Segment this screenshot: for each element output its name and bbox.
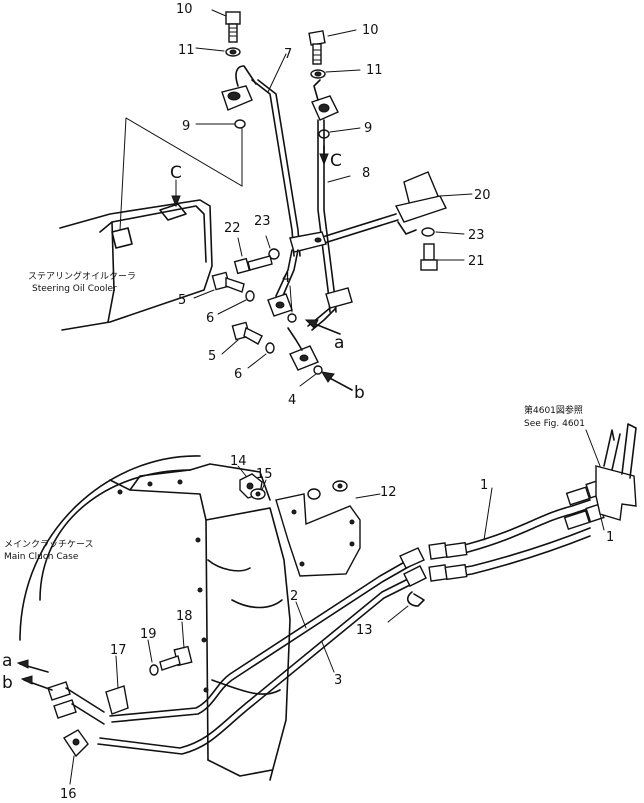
clip-17 [105,655,129,715]
washer-23-left [265,235,280,260]
o-ring-9-right [318,127,361,139]
cooler-label-en: Steering Oil Cooler [32,284,117,294]
arrows-ab-lower [16,659,53,691]
connector-c-top: C [170,163,182,183]
clutch-label-jp: メインクラッチケース [4,539,94,550]
callout-12: 12 [380,485,397,500]
connector-b-bottom: b [2,673,13,693]
flange-16 [63,729,89,785]
bracket-20 [394,171,473,235]
callout-23-left: 23 [254,214,271,229]
pipe-fittings [399,547,427,587]
callout-8: 8 [362,166,370,181]
callout-10-left: 10 [176,2,193,17]
bolt-10-left [211,9,241,43]
connector-b-mid: b [354,383,365,403]
callout-9-left: 9 [182,119,190,134]
callout-13: 13 [356,623,373,638]
callout-19: 19 [140,627,157,642]
hose-1 [445,487,591,579]
bolt-10-right [308,29,357,65]
callout-15: 15 [256,467,273,482]
washer-19 [147,639,159,676]
reference-bracket-lines [119,117,243,231]
flange-lower [287,327,319,371]
eye-joint-right [311,79,339,121]
bolt-5-lower [221,321,263,355]
pipe-ends-left [47,681,105,725]
flange-upper [267,293,293,317]
bracket-12 [275,493,381,577]
bolt-21 [420,243,465,271]
washer-15 [250,479,267,500]
callout-9-right: 9 [364,121,372,136]
callout-1-upper: 1 [480,478,488,493]
washer-23-right [421,227,465,237]
o-ring-4-lower [313,365,323,375]
callout-1-lower: 1 [606,530,614,545]
callout-20: 20 [474,188,491,203]
hose-fittings-left [428,541,468,582]
connector-b-arrow [321,371,353,391]
connector-a-arrow [304,319,341,335]
valve-block [585,423,637,521]
pipe-2 [109,559,411,723]
washer-11-right [310,69,361,79]
washer-11-left [195,47,241,57]
see-fig-label-en: See Fig. 4601 [524,419,585,429]
bolt-22 [233,237,273,275]
callout-5-upper: 5 [178,293,186,308]
clamp-13 [387,591,425,623]
pipe-clamp-left [275,231,327,299]
callout-14: 14 [230,454,247,469]
pipe-3 [97,577,413,755]
nut-pair [307,480,348,500]
o-ring-9-left [195,119,246,129]
callout-6-upper: 6 [206,311,214,326]
callout-21: 21 [468,254,485,269]
bolt-5-upper [193,271,245,299]
bolt-18 [159,621,193,671]
hose-fittings-right [563,479,605,531]
cooler-label-jp: ステアリングオイルクーラ [28,270,136,282]
eye-joint-left [221,65,257,111]
callout-4-upper: 4 [282,271,290,286]
callout-6-lower: 6 [234,367,242,382]
callout-3: 3 [334,673,342,688]
o-ring-4-upper [287,313,297,323]
callout-23-right: 23 [468,228,485,243]
callout-7: 7 [284,47,292,62]
callout-17: 17 [110,643,127,658]
callout-5-lower: 5 [208,349,216,364]
callout-4-lower: 4 [288,393,296,408]
callout-11-left: 11 [178,43,195,58]
pipe-8 [317,119,351,313]
washer-6-lower [265,342,275,354]
callout-2: 2 [290,589,298,604]
see-fig-label-jp: 第4601図参照 [524,404,583,416]
callout-16: 16 [60,787,77,802]
callout-22: 22 [224,221,241,236]
main-clutch-case [19,455,291,781]
clutch-label-en: Main Cluch Case [4,552,79,562]
connector-a-mid: a [334,333,344,353]
callout-10-right: 10 [362,23,379,38]
callout-11-right: 11 [366,63,383,78]
callout-18: 18 [176,609,193,624]
connector-a-bottom: a [2,651,12,671]
steering-oil-cooler [59,179,213,331]
connector-c-mid: C [330,151,342,171]
washer-6-upper [245,290,255,302]
